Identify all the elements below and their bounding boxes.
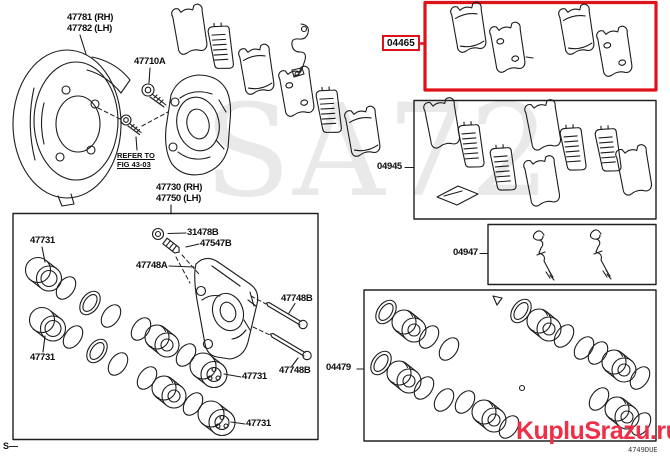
callout-fitting-kit: 04947 (453, 247, 478, 258)
pad-kit-contents-drawing (449, 1, 636, 77)
callout-dust-cover-lh: 47782 (LH) (67, 22, 113, 34)
brand-logo: KupluSrazu.ru (516, 417, 670, 445)
callout-caliper-assy-lh: 47750 (LH) (156, 192, 202, 204)
dust-shield-drawing (12, 49, 131, 207)
fitting-kit-box (487, 223, 657, 286)
refer-note-line2: FIG 43-03 (117, 160, 151, 169)
callout-piston-4: 47731 (246, 418, 271, 429)
piston-seal-chain-2 (28, 306, 236, 437)
callout-mounting-bolt: 47710A (134, 56, 166, 67)
callout-dust-cover: 47781 (RH) 47782 (LH) (67, 12, 114, 34)
callout-slide-pin-1: 47748B (281, 293, 313, 304)
watermark-text: SA72 (204, 77, 553, 225)
pad-kit-highlight-box (423, 0, 658, 92)
callout-bleeder-cap: 31478B (187, 227, 219, 238)
pad-shim-cluster-drawing (169, 2, 384, 157)
callout-slide-pin-2: 47748B (279, 365, 311, 376)
callout-bleeder-plug: 47547B (200, 238, 232, 249)
shim-kit-box (413, 99, 657, 220)
callout-piston-3: 47731 (242, 371, 267, 382)
piston-seal-chain-1 (24, 256, 228, 389)
callout-caliper-assy-rh: 47730 (RH) (156, 182, 203, 193)
wear-indicator-drawing (291, 23, 309, 78)
fitting-kit-contents-drawing (532, 229, 612, 281)
caliper-body-drawing (194, 257, 259, 360)
bleeder-drawing (151, 227, 200, 284)
leader-lines (41, 34, 489, 425)
shield-to-bolt-dash (97, 107, 123, 121)
cylinder-kit-contents-drawing (366, 294, 656, 443)
slide-pin-drawings (250, 295, 312, 361)
bolt-refer-drawing (120, 114, 142, 136)
caliper-drawing (165, 74, 232, 176)
callout-dust-cover-rh: 47781 (RH) (67, 12, 114, 23)
callout-piston-2: 47731 (30, 352, 55, 363)
callout-shim-kit: 04945 (377, 161, 402, 172)
figure-code: 4749DUE (628, 446, 658, 454)
refer-note-line1: REFER TO (117, 151, 155, 160)
callout-cylinder-kit: 04479 (326, 362, 351, 373)
bolt-to-caliper-dash (141, 111, 169, 127)
refer-note: REFER TO FIG 43-03 (117, 151, 155, 169)
shim-kit-contents-drawing (421, 96, 656, 208)
caliper-parts-box (12, 212, 319, 441)
callout-pad-kit: 04465 (382, 35, 420, 51)
callout-caliper-assy: 47730 (RH) 47750 (LH) (156, 182, 203, 204)
corner-mark: S— (3, 441, 19, 451)
callout-cylinder-body: 47748A (136, 260, 168, 271)
cylinder-kit-box (363, 289, 657, 442)
bolt-47710a-drawing (141, 83, 167, 108)
callout-piston-1: 47731 (30, 235, 55, 246)
